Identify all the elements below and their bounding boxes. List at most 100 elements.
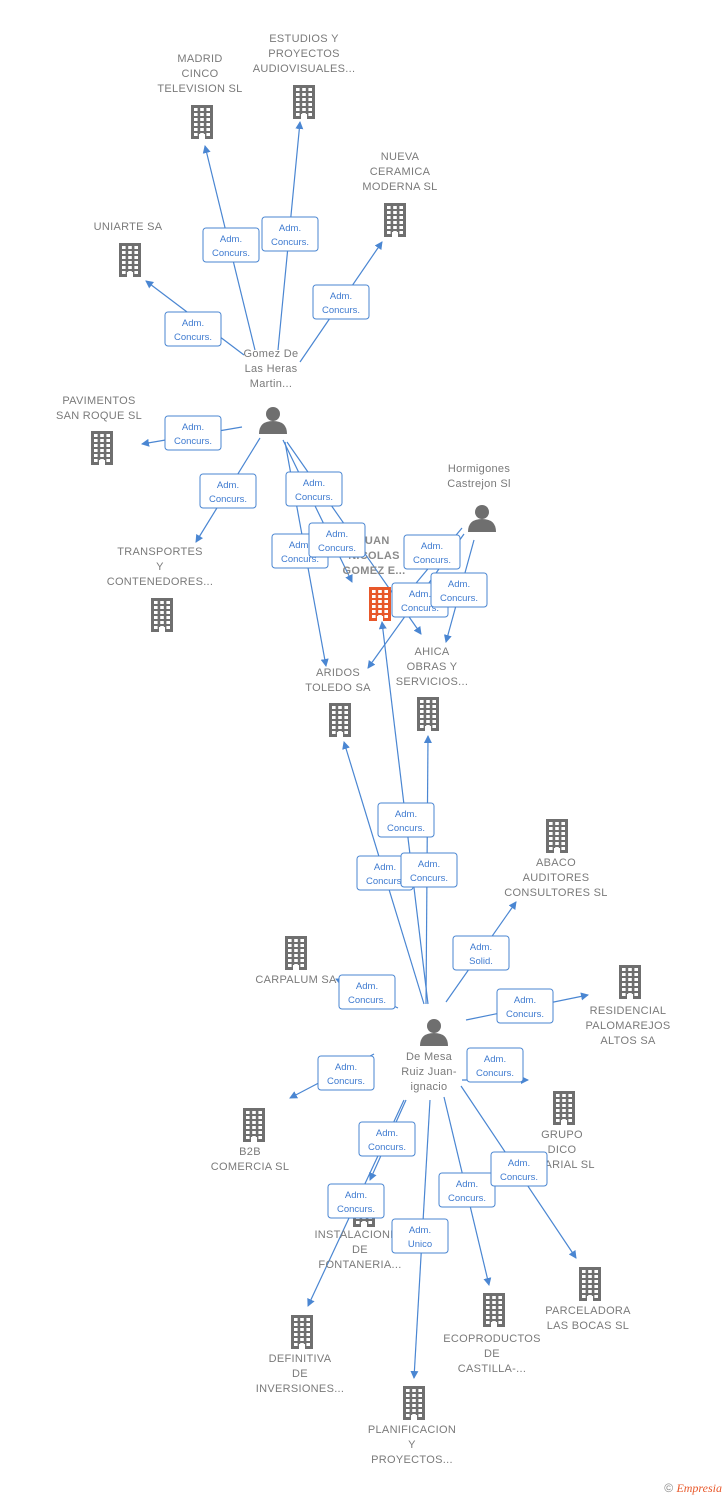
building-icon[interactable] [293,85,315,119]
brand-logo[interactable]: Empresia [676,1481,722,1495]
edge-label-gomezdelas-madrid[interactable]: Adm.Concurs. [202,227,260,263]
building-icon[interactable] [91,431,113,465]
edge-label-demesa-juan[interactable]: Adm.Concurs. [377,802,435,838]
edge-label-box[interactable] [312,284,370,320]
edge-label-gomezdelas-uniarte[interactable]: Adm.Concurs. [164,311,222,347]
node-estudios[interactable]: ESTUDIOS YPROYECTOSAUDIOVISUALES... [253,33,356,119]
node-label: PROYECTOS [268,48,340,60]
building-icon[interactable] [546,819,568,853]
edge-label-gomezdelas-transportes[interactable]: Adm.Concurs. [199,473,257,509]
edge-label-text: Adm. [303,478,325,489]
edge-label-box[interactable] [403,534,461,570]
building-icon[interactable] [329,703,351,737]
node-planificacion[interactable]: PLANIFICACIONYPROYECTOS... [368,1386,456,1466]
edge-label-box[interactable] [490,1151,548,1187]
building-window [200,108,204,111]
edge-label-box[interactable] [338,974,396,1010]
edge-label-demesa-definitiva[interactable]: Adm.Concurs. [327,1183,385,1219]
building-icon[interactable] [285,936,307,970]
edge-label-demesa-grupo[interactable]: Adm.Concurs. [466,1047,524,1083]
building-icon[interactable] [483,1293,505,1327]
edge-label-box[interactable] [202,227,260,263]
edge-label-demesa-b2b[interactable]: Adm.Concurs. [317,1055,375,1091]
edge-label-box[interactable] [496,988,554,1024]
edge-label-gomezdelas-ahica[interactable]: Adm.Concurs. [308,522,366,558]
edge-label-box[interactable] [199,473,257,509]
edge-label-box[interactable] [285,471,343,507]
building-icon[interactable] [403,1386,425,1420]
building-icon[interactable] [119,243,141,277]
building-window [100,449,104,452]
building-window [594,1275,598,1278]
edge-label-box[interactable] [317,1055,375,1091]
edge-label-demesa-carpalum[interactable]: Adm.Concurs. [338,974,396,1010]
edge-label-demesa-ecoproductos[interactable]: Adm.Concurs. [438,1172,496,1208]
building-window [492,1301,496,1304]
edge-label-demesa-ahica[interactable]: Adm.Concurs. [400,852,458,888]
building-icon[interactable] [291,1315,313,1349]
edge-label-demesa-abaco[interactable]: Adm.Solid. [452,935,510,971]
building-icon[interactable] [384,203,406,237]
building-icon[interactable] [243,1108,265,1142]
node-ecoproductos[interactable]: ECOPRODUCTOSDECASTILLA-... [443,1293,541,1375]
edge-label-box[interactable] [358,1121,416,1157]
edge-label-box[interactable] [261,216,319,252]
building-icon[interactable] [579,1267,601,1301]
building-window [393,226,397,229]
edge-label-box[interactable] [164,311,222,347]
edge-label-demesa-planificacion[interactable]: Adm.Unico [391,1218,449,1254]
building-window [200,128,204,131]
edge-label-gomezdelas-nueva[interactable]: Adm.Concurs. [312,284,370,320]
edge-label-demesa-parceladora[interactable]: Adm.Concurs. [490,1151,548,1187]
edge-label-text: Adm. [374,862,396,873]
edge-label-box[interactable] [164,415,222,451]
building-icon[interactable] [191,105,213,139]
building-icon[interactable] [553,1091,575,1125]
edge-label-box[interactable] [430,572,488,608]
edge-label-gomezdelas-juan[interactable]: Adm. Concurs. [285,471,343,507]
building-icon[interactable] [151,598,173,632]
edge-label-hormigones-juan[interactable]: Adm.Concurs. [403,534,461,570]
person-icon[interactable] [468,505,496,532]
edge-label-text: Concurs. [295,492,333,503]
edge-label-box[interactable] [438,1172,496,1208]
building-door [491,1322,497,1327]
edge-label-gomezdelas-pavimentos[interactable]: Adm.Concurs. [164,415,222,451]
building-window [555,842,559,845]
edge-label-box[interactable] [327,1183,385,1219]
building-window [252,1126,256,1129]
edge-label-box[interactable] [391,1218,449,1254]
node-definitiva[interactable]: DEFINITIVADEINVERSIONES... [256,1315,345,1395]
building-window [166,621,170,624]
edge-label-box[interactable] [400,852,458,888]
person-icon[interactable] [259,407,287,434]
node-carpalum[interactable]: CARPALUM SA [255,936,337,986]
edge-label-gomezdelas-estudios[interactable]: Adm.Concurs. [261,216,319,252]
edge-label-box[interactable] [452,935,510,971]
person-icon[interactable] [420,1019,448,1046]
edge-label-demesa-instalaciones[interactable]: Adm.Concurs. [358,1121,416,1157]
building-icon[interactable] [369,587,391,621]
edge-label-hormigones-ahica[interactable]: Adm.Concurs. [430,572,488,608]
edge-label-box[interactable] [308,522,366,558]
node-transportes[interactable]: TRANSPORTESYCONTENEDORES... [107,546,214,632]
edge-label-box[interactable] [466,1047,524,1083]
building-icon[interactable] [417,697,439,731]
node-uniarte[interactable]: UNIARTE SA [94,221,163,277]
edge-label-box[interactable] [377,802,435,838]
building-icon[interactable] [619,965,641,999]
edge-label-demesa-residencial[interactable]: Adm.Concurs. [496,988,554,1024]
